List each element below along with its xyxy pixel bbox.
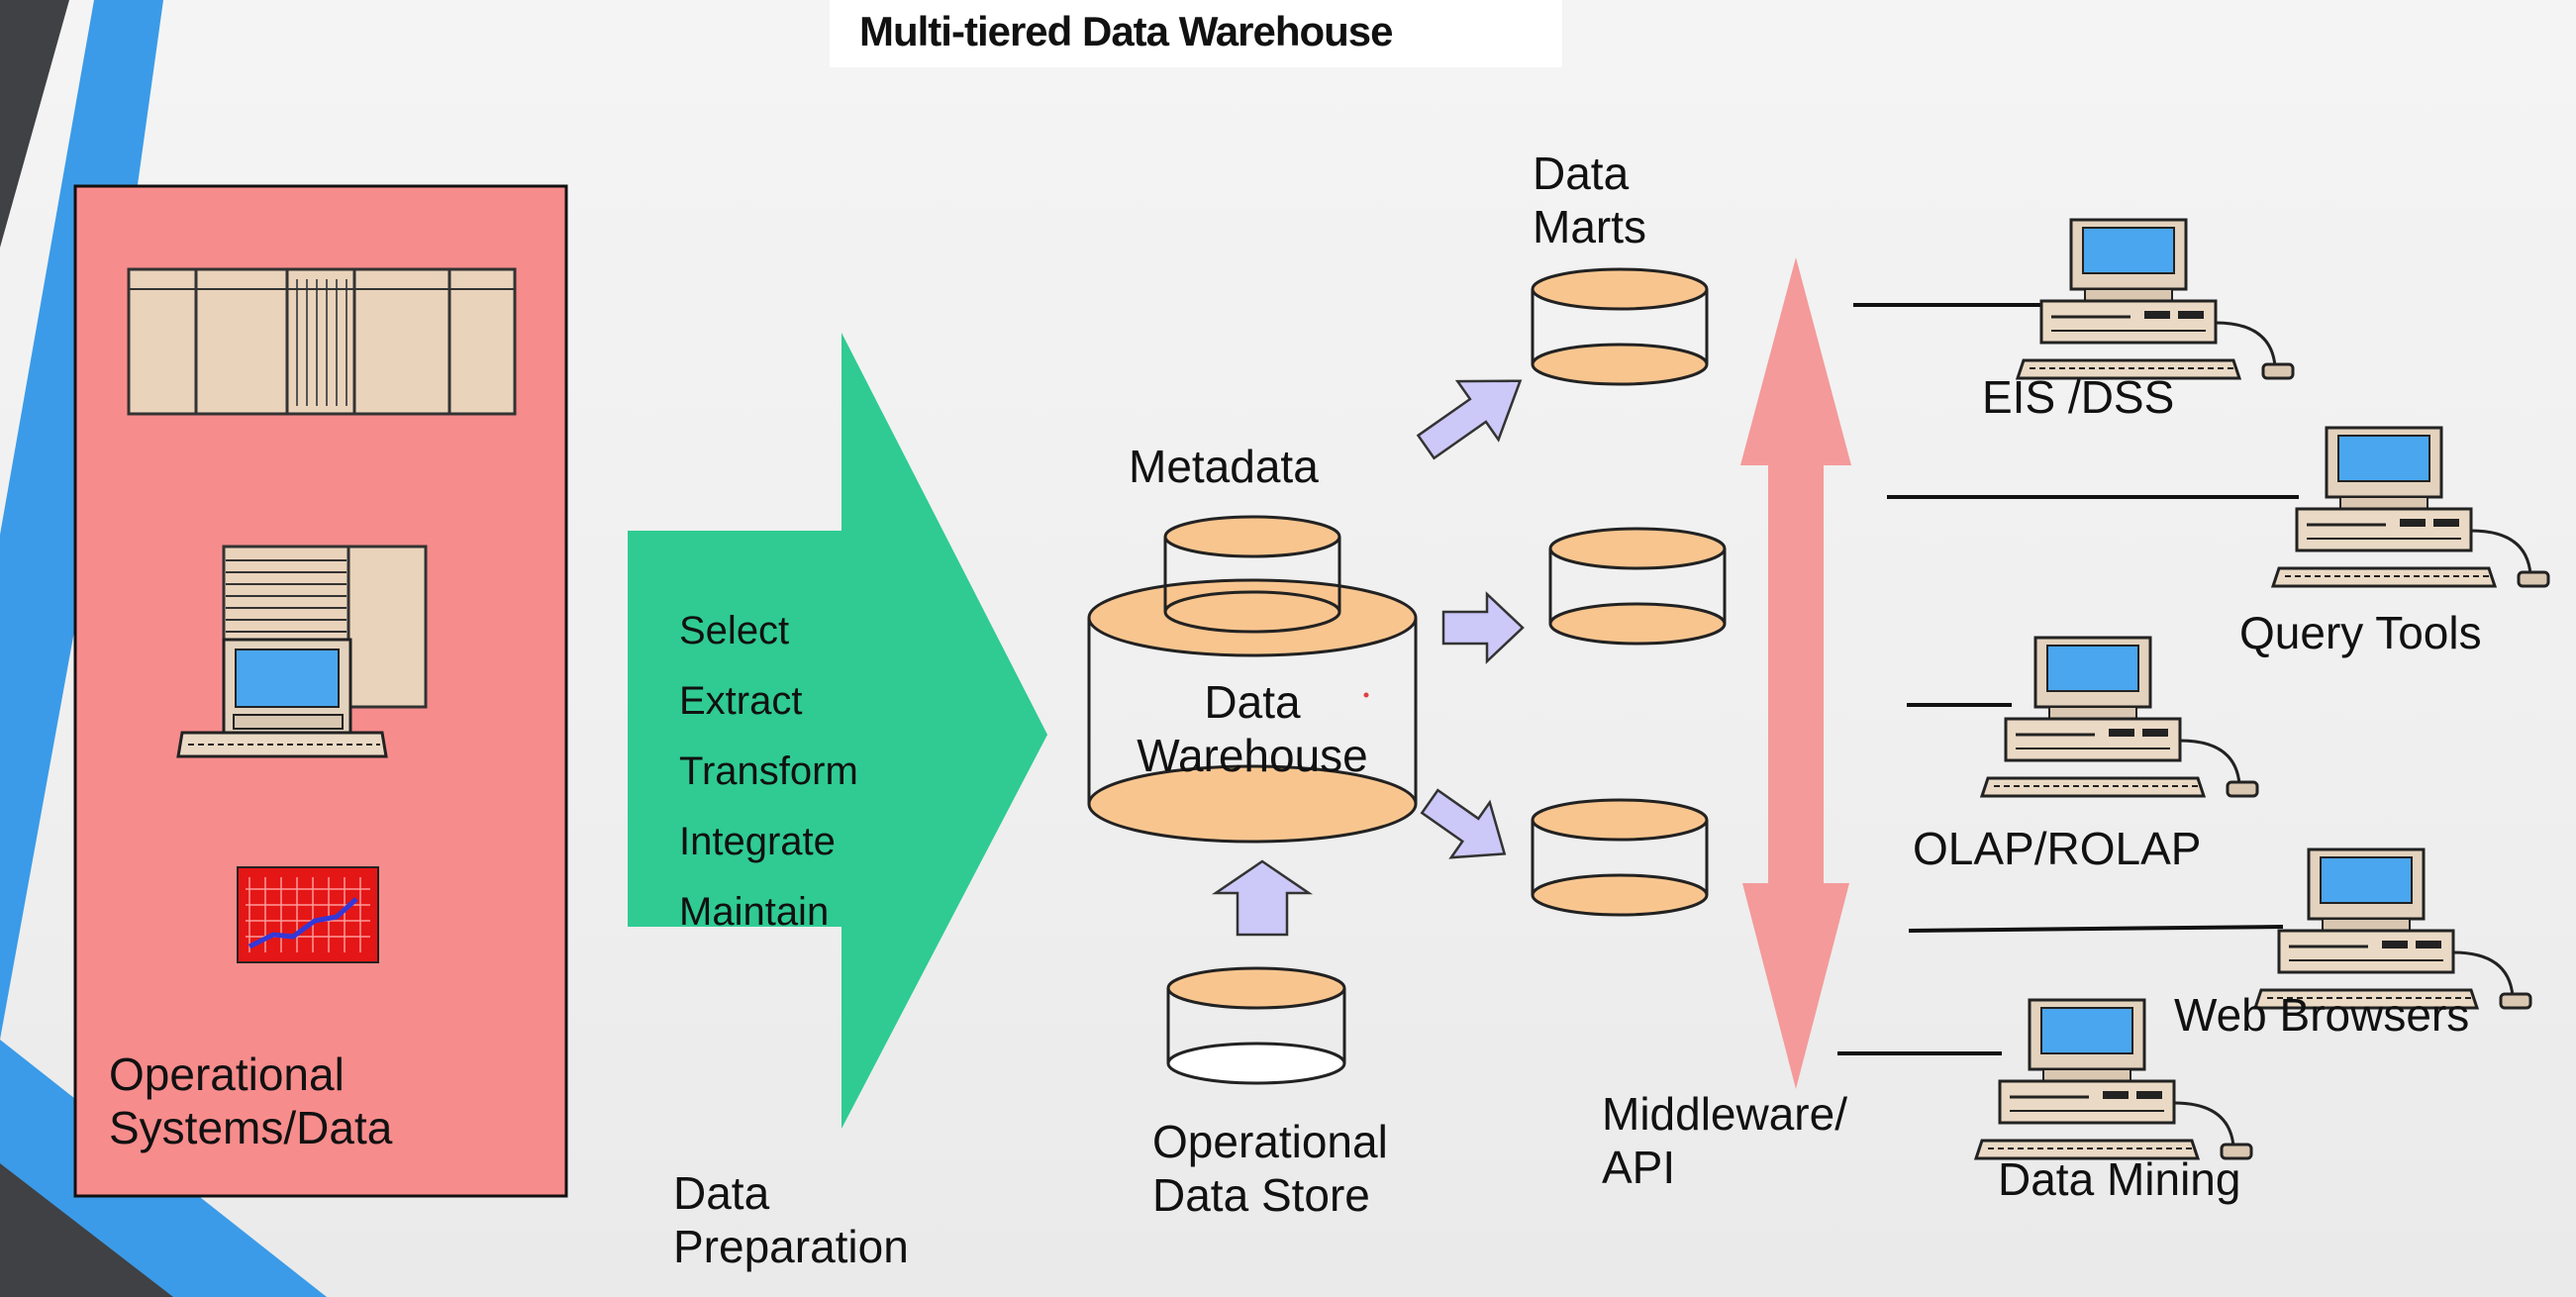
metadata-cylinder bbox=[1163, 515, 1341, 634]
operational-label-line2: Systems/Data bbox=[109, 1102, 393, 1153]
tool-label-data-mining: Data Mining bbox=[1998, 1153, 2241, 1205]
diagram-title: Multi-tiered Data Warehouse bbox=[859, 8, 1394, 54]
workstation-icon bbox=[176, 545, 428, 758]
ods-label-line1: Operational bbox=[1152, 1116, 1388, 1167]
data-preparation-label: Data Preparation bbox=[673, 1166, 909, 1273]
data-preparation-line1: Data bbox=[673, 1167, 770, 1219]
data-preparation-line2: Preparation bbox=[673, 1221, 909, 1272]
metadata-label: Metadata bbox=[1129, 441, 1319, 492]
stray-dot bbox=[1363, 692, 1369, 698]
operational-data-store-cylinder bbox=[1166, 966, 1346, 1085]
computer-icon-olap bbox=[1980, 636, 2259, 798]
slide-edge-dark bbox=[0, 0, 69, 248]
computer-icon-web bbox=[2253, 848, 2532, 1010]
preparation-steps: Select Extract Transform Integrate Maint… bbox=[679, 596, 858, 948]
slide-edge-dark-bottom bbox=[0, 1163, 173, 1297]
title-bar bbox=[830, 0, 1562, 67]
tool-label-olap-rolap: OLAP/ROLAP bbox=[1913, 823, 2202, 874]
mart-arrow-1 bbox=[1416, 379, 1523, 460]
middleware-double-arrow bbox=[1740, 257, 1851, 1089]
computer-icon-eis bbox=[2016, 218, 2295, 380]
tool-label-eis-dss: EIS /DSS bbox=[1982, 371, 2175, 423]
ods-up-arrow bbox=[1211, 859, 1314, 937]
middleware-label: Middleware/ API bbox=[1602, 1087, 1847, 1194]
ods-label: Operational Data Store bbox=[1152, 1115, 1388, 1222]
ods-label-line2: Data Store bbox=[1152, 1169, 1370, 1221]
tool-label-web-browsers: Web Browsers bbox=[2174, 989, 2470, 1041]
data-mart-cylinder-2 bbox=[1548, 527, 1727, 646]
operational-label-line1: Operational bbox=[109, 1048, 345, 1100]
step-integrate: Integrate bbox=[679, 820, 836, 863]
middleware-line2: API bbox=[1602, 1142, 1676, 1193]
data-mart-cylinder-3 bbox=[1531, 798, 1709, 917]
data-warehouse-cylinder bbox=[1087, 578, 1418, 844]
data-marts-label: Data Marts bbox=[1533, 147, 1646, 253]
warehouse-label-line2: Warehouse bbox=[1137, 730, 1368, 781]
operational-systems-label: Operational Systems/Data bbox=[109, 1048, 392, 1154]
mart-arrow-2 bbox=[1441, 591, 1525, 664]
step-select: Select bbox=[679, 609, 790, 652]
mart-arrow-3 bbox=[1420, 788, 1507, 859]
tool-label-query-tools: Query Tools bbox=[2239, 607, 2482, 658]
computer-icon-query bbox=[2271, 426, 2550, 588]
data-marts-line2: Marts bbox=[1533, 201, 1646, 252]
data-marts-line1: Data bbox=[1533, 148, 1630, 199]
step-extract: Extract bbox=[679, 679, 803, 723]
chart-icon bbox=[237, 866, 379, 963]
data-mart-cylinder-1 bbox=[1531, 267, 1709, 386]
step-transform: Transform bbox=[679, 749, 858, 793]
step-maintain: Maintain bbox=[679, 890, 830, 934]
middleware-line1: Middleware/ bbox=[1602, 1088, 1847, 1140]
connector-web bbox=[1908, 925, 2284, 933]
data-preparation-arrow bbox=[628, 333, 1047, 1129]
warehouse-label-line1: Data bbox=[1204, 676, 1301, 728]
data-warehouse-label: Data Warehouse bbox=[1089, 675, 1416, 782]
mainframe-icon bbox=[127, 267, 517, 416]
